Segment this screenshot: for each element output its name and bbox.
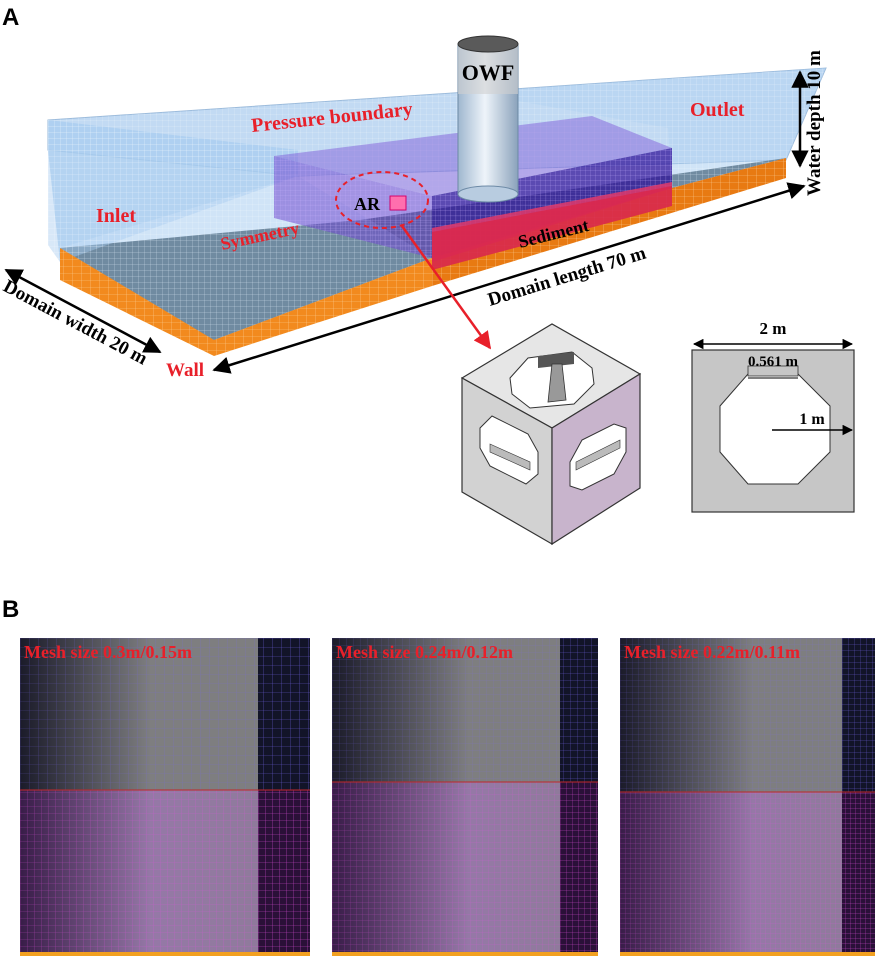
- section-width-label: 2 m: [760, 319, 787, 338]
- owf-label: OWF: [462, 60, 515, 85]
- mesh-view-1: [20, 638, 310, 956]
- reef-cube-iso: [460, 323, 642, 546]
- reef-section: [691, 349, 855, 513]
- panel-label-a: A: [2, 4, 20, 31]
- mesh-label-1: Mesh size 0.3m/0.15m: [24, 642, 192, 662]
- water-depth-label: Water depth 10 m: [804, 50, 825, 196]
- mesh-label-3: Mesh size 0.22m/0.11m: [624, 642, 800, 662]
- panel-label-b: B: [2, 596, 20, 623]
- domain-width-arrow: [4, 268, 162, 354]
- ar-marker: [389, 195, 407, 211]
- mesh-panel-1: Mesh size 0.3m/0.15m: [20, 638, 310, 956]
- mesh-panel-3: Mesh size 0.22m/0.11m: [620, 638, 875, 956]
- domain-diagram: OWF AR Pressure boundary Outlet Inlet Sy…: [0, 35, 855, 546]
- mesh-panel-2: Mesh size 0.24m/0.12m: [332, 638, 598, 956]
- ar-label: AR: [354, 194, 381, 214]
- mesh-view-2: [332, 638, 598, 956]
- mesh-label-2: Mesh size 0.24m/0.12m: [336, 642, 513, 662]
- radius-label: 1 m: [799, 411, 825, 428]
- outlet-label: Outlet: [690, 99, 745, 121]
- mesh-view-3: [620, 638, 875, 956]
- domain-length-arrow: [212, 182, 806, 374]
- opening-label: 0.561 m: [748, 354, 799, 370]
- inlet-label: Inlet: [96, 205, 136, 227]
- wall-label: Wall: [166, 360, 204, 381]
- ar-leader-arrow: [400, 225, 492, 350]
